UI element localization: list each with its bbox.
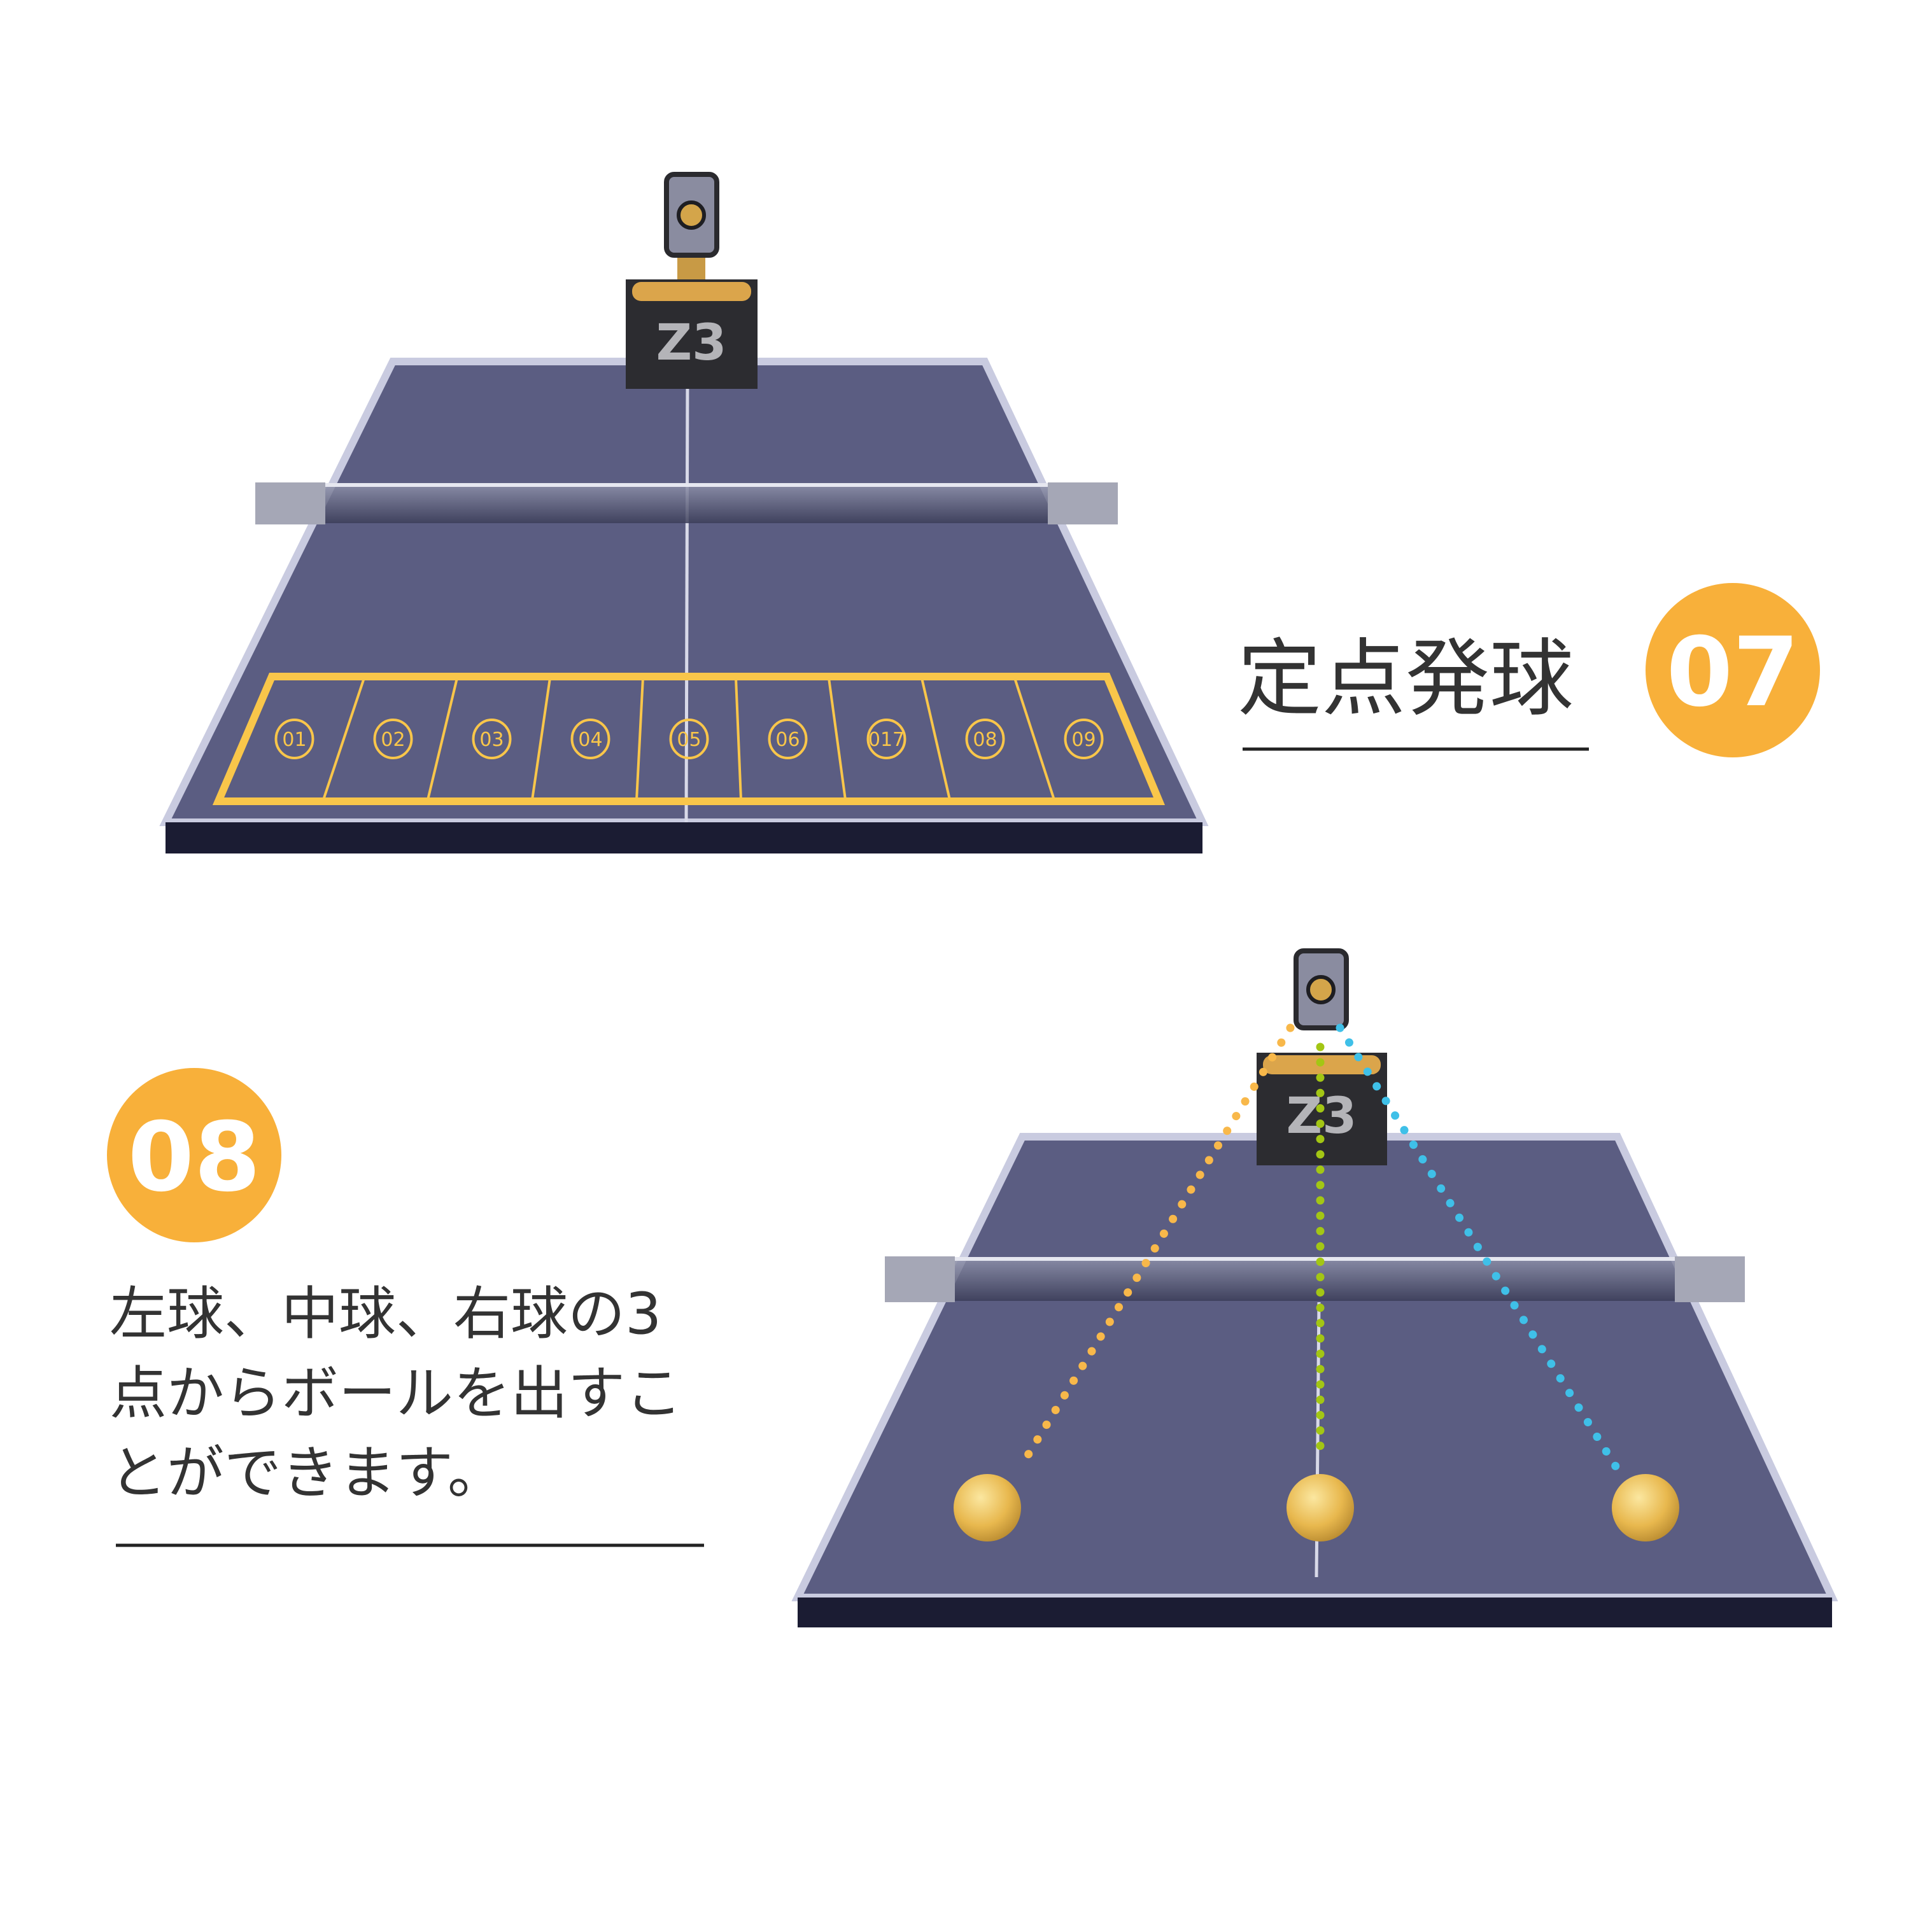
- zone-label: 09: [1071, 729, 1096, 751]
- ball-left: [954, 1474, 1021, 1541]
- zone-circle: [274, 719, 314, 759]
- robot-nozzle: [1306, 975, 1336, 1004]
- table-bottom-scene: Z3: [791, 948, 1838, 1627]
- feature-08: 08 左球、中球、右球の3 点からボールを出すこ とができます。: [107, 1068, 704, 1547]
- table-surface: [159, 358, 1209, 826]
- zone-divider: [530, 676, 552, 802]
- robot-logo: Z3: [656, 314, 727, 372]
- ball-robot: Z3: [626, 172, 758, 389]
- zone-circle: [570, 719, 610, 759]
- zone-circle: [965, 719, 1005, 759]
- net: [255, 486, 1118, 523]
- basket-balls: [632, 282, 751, 301]
- zone-label: 03: [479, 729, 504, 751]
- zone-circle: [866, 719, 906, 759]
- zone-label: 06: [775, 729, 800, 751]
- badge-07-number: 07: [1667, 617, 1800, 728]
- zone-divider: [1013, 676, 1056, 802]
- table-edge: [166, 822, 1202, 853]
- zone-divider: [635, 676, 645, 802]
- zone-divider: [827, 676, 847, 802]
- zone-circle: [373, 719, 413, 759]
- zone-divider: [426, 676, 459, 802]
- badge-07: [1646, 583, 1820, 757]
- zone-divider: [734, 676, 743, 802]
- net-post-left: [255, 482, 325, 524]
- description-line: とができます。: [109, 1440, 505, 1506]
- zone-label: 08: [973, 729, 997, 751]
- net: [885, 1260, 1745, 1301]
- feature-07-title: 定点発球: [1237, 630, 1574, 728]
- table-top-scene: 01 02 03 04 05 06 017 08 09 Z3: [159, 172, 1209, 853]
- zone-divider: [920, 676, 952, 802]
- table-edge: [798, 1597, 1832, 1627]
- badge-08: [107, 1068, 281, 1242]
- description-line: 左球、中球、右球の3: [109, 1281, 661, 1347]
- net-post-right: [1675, 1256, 1745, 1302]
- zone-circle: [1064, 719, 1104, 759]
- zone-label: 05: [677, 729, 701, 751]
- zone-divider: [321, 676, 366, 802]
- center-line: [684, 375, 689, 823]
- zone-circle: [669, 719, 709, 759]
- feature-07: 定点発球 07: [1237, 583, 1820, 757]
- robot-nozzle: [677, 200, 706, 230]
- net-post-left: [885, 1256, 955, 1302]
- trajectory-left: [1015, 1023, 1295, 1473]
- trajectory-right: [1336, 1023, 1621, 1473]
- zone-label: 04: [578, 729, 602, 751]
- zone-label: 01: [282, 729, 306, 751]
- zone-label: 017: [868, 729, 905, 751]
- zone-circle: [768, 719, 808, 759]
- ball-center: [1287, 1474, 1354, 1541]
- description-line: 点からボールを出すこ: [109, 1360, 682, 1427]
- net-post-right: [1048, 482, 1118, 524]
- target-zones: 01 02 03 04 05 06 017 08 09: [212, 673, 1166, 805]
- zone-circle: [472, 719, 512, 759]
- zone-label: 02: [381, 729, 405, 751]
- badge-08-number: 08: [128, 1102, 261, 1213]
- ball-right: [1612, 1474, 1679, 1541]
